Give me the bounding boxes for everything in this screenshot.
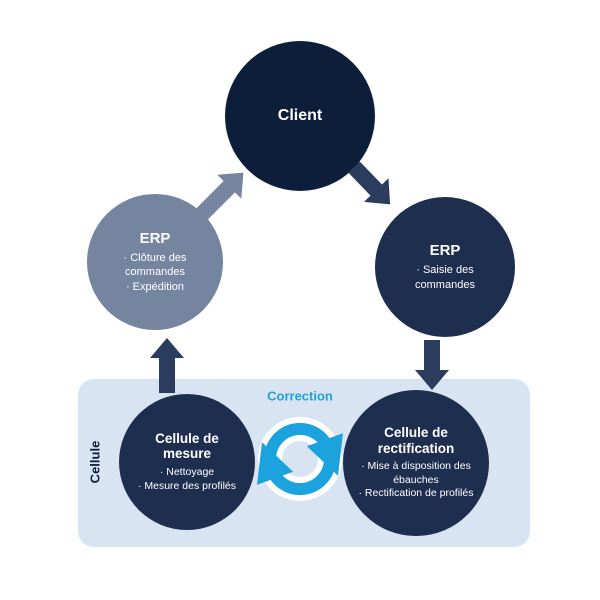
node-erp-saisie: ERP · Saisie des commandes [375, 197, 515, 337]
mesure-item: · Nettoyage [159, 465, 215, 478]
rectification-item: · Rectification de profilés [358, 487, 474, 500]
cellule-panel-label: Cellule [87, 440, 103, 484]
erp-left-item: · Clôture des commandes [123, 252, 187, 279]
node-cellule-rectification: Cellule de rectification · Mise à dispos… [343, 390, 489, 536]
erp-left-title: ERP [139, 229, 171, 247]
rectification-items: · Mise à disposition des ébauches · Rect… [357, 460, 475, 501]
rectification-title: Cellule de rectification [377, 425, 455, 456]
erp-left-item: · Expédition [125, 280, 185, 293]
mesure-items: · Nettoyage · Mesure des profilés [138, 466, 236, 493]
node-cellule-mesure: Cellule de mesure · Nettoyage · Mesure d… [119, 394, 255, 530]
node-erp-cloture: ERP · Clôture des commandes · Expédition [87, 194, 223, 330]
erp-right-title: ERP [429, 242, 461, 260]
erp-left-items: · Clôture des commandes · Expédition [101, 251, 209, 294]
erp-right-item: · Saisie des commandes [415, 264, 475, 291]
node-client: Client [225, 41, 375, 191]
rectification-item: · Mise à disposition des ébauches [361, 460, 471, 486]
erp-right-items: · Saisie des commandes [389, 263, 501, 292]
mesure-title: Cellule de mesure [155, 430, 219, 462]
correction-label: Correction [267, 388, 333, 404]
mesure-item: · Mesure des profilés [137, 479, 237, 492]
client-title: Client [277, 106, 323, 124]
